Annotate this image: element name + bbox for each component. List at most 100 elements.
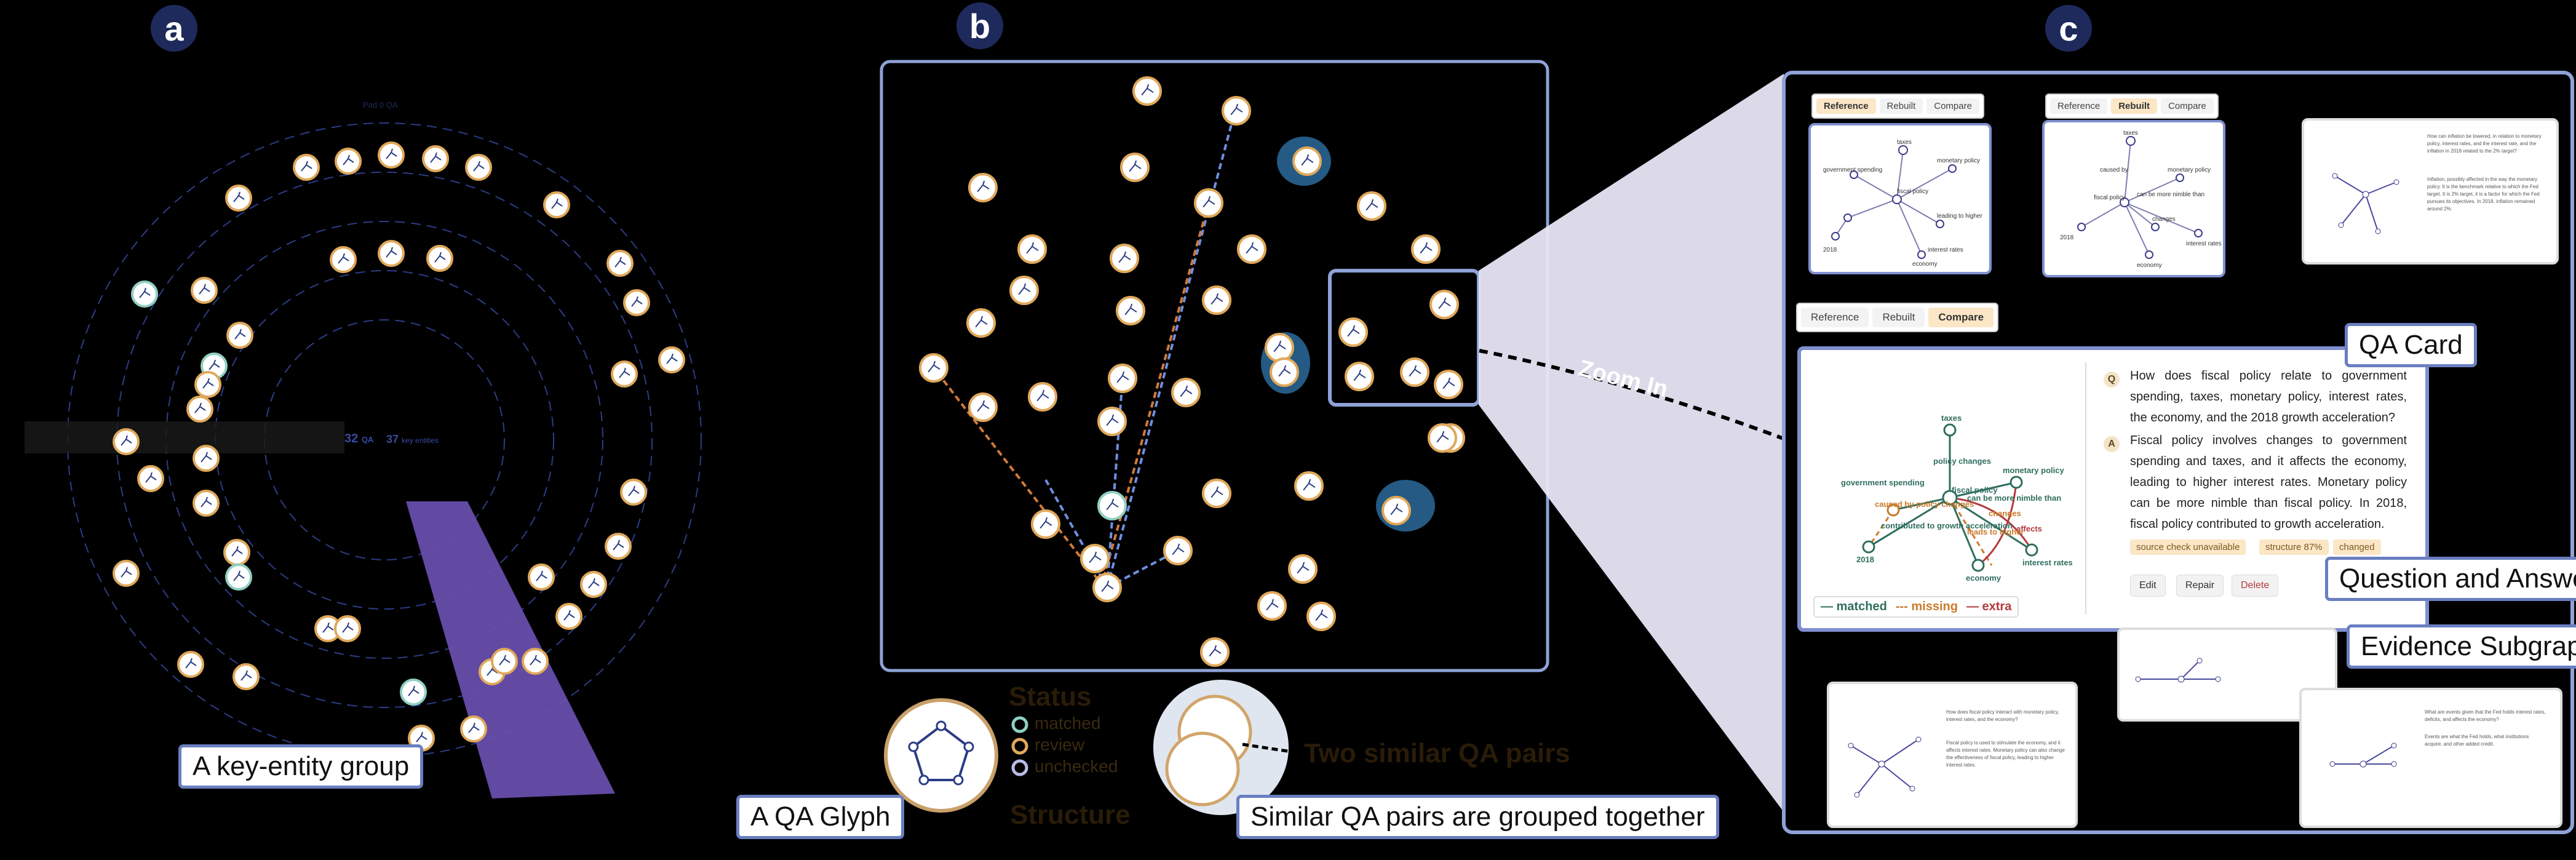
scatter-qa-glyph-18[interactable] [968,392,998,422]
scatter-qa-glyph-25[interactable] [1031,509,1060,539]
scatter-qa-glyph-6[interactable] [1017,234,1047,264]
radial-qa-glyph-5[interactable] [225,185,252,212]
tab-compare-2[interactable]: Compare [2161,98,2214,114]
svg-text:fiscal policy: fiscal policy [1952,485,1998,495]
radial-qa-glyph-19[interactable] [186,396,213,423]
tab-rebuilt[interactable]: Rebuilt [1879,98,1923,114]
radial-qa-glyph-29[interactable] [580,571,607,598]
tab-rebuilt-2[interactable]: Rebuilt [2111,98,2158,114]
radial-qa-glyph-36[interactable] [491,648,518,675]
qa-card-callout: QA Card [2345,323,2477,367]
radial-qa-glyph-18[interactable] [194,371,221,398]
scatter-qa-glyph-10[interactable] [1009,276,1039,305]
radial-qa-glyph-41[interactable] [113,428,140,455]
scatter-qa-glyph-1[interactable] [1222,96,1251,125]
radial-qa-glyph-3[interactable] [422,145,449,172]
scatter-qa-glyph-9[interactable] [1411,234,1441,264]
tag-source-check: source check unavailable [2130,539,2246,555]
radial-qa-glyph-39[interactable] [460,715,487,743]
radial-qa-glyph-12[interactable] [191,277,218,304]
svg-text:2018: 2018 [1823,247,1837,253]
scatter-qa-glyph-24[interactable] [1097,491,1127,520]
scatter-qa-glyph-14[interactable] [1429,290,1459,319]
radial-qa-glyph-1[interactable] [335,148,362,175]
delete-button[interactable]: Delete [2232,575,2279,597]
tab-compare[interactable]: Compare [1926,98,1979,114]
scatter-qa-glyph-28[interactable] [1288,554,1318,584]
main-tab-reference[interactable]: Reference [1801,308,1869,327]
radial-qa-glyph-20[interactable] [137,465,164,492]
legend-missing: --- missing [1895,600,1958,613]
radial-qa-glyph-4[interactable] [465,154,492,181]
edit-button[interactable]: Edit [2130,575,2166,597]
scatter-qa-glyph-23[interactable] [1202,479,1231,508]
radial-qa-glyph-24[interactable] [605,533,632,560]
scatter-qa-glyph-41[interactable] [1428,423,1457,453]
scatter-qa-glyph-3[interactable] [1120,153,1150,182]
scatter-qa-glyph-26[interactable] [1163,536,1193,565]
radial-qa-glyph-8[interactable] [378,240,405,267]
scatter-qa-glyph-17[interactable] [1028,382,1057,412]
radial-qa-glyph-23[interactable] [193,490,220,517]
scatter-qa-glyph-12[interactable] [966,308,996,338]
radial-qa-glyph-21[interactable] [193,445,220,472]
radial-qa-glyph-26[interactable] [528,563,555,591]
svg-text:changes: changes [2152,216,2176,223]
scatter-qa-glyph-0[interactable] [1132,76,1162,106]
radial-qa-glyph-27[interactable] [113,560,140,587]
scatter-qa-glyph-35[interactable] [1345,362,1374,391]
radial-qa-glyph-6[interactable] [543,191,570,218]
radial-qa-glyph-10[interactable] [606,250,634,277]
radial-qa-glyph-11[interactable] [131,281,158,308]
radial-qa-glyph-32[interactable] [334,615,361,642]
scatter-qa-glyph-8[interactable] [1237,234,1266,264]
scatter-qa-glyph-22[interactable] [1294,471,1324,501]
status-legend-title: Status [1009,682,1092,712]
main-tab-rebuilt[interactable]: Rebuilt [1872,308,1925,327]
scatter-qa-glyph-13[interactable] [1116,296,1145,325]
radial-qa-glyph-34[interactable] [233,663,260,690]
scatter-qa-glyph-5[interactable] [1357,191,1386,221]
scatter-qa-glyph-34[interactable] [1400,357,1429,387]
tab-reference-2[interactable]: Reference [2050,98,2108,114]
scatter-qa-glyph-19[interactable] [1171,378,1201,407]
panel-c-label: c [2045,5,2092,52]
scatter-qa-glyph-31[interactable] [1306,602,1336,631]
radial-qa-glyph-2[interactable] [378,141,405,169]
qa-card: taxes government spending policy changes… [1797,346,2429,632]
radial-qa-glyph-38[interactable] [400,679,427,706]
radial-qa-glyph-9[interactable] [426,245,453,272]
scatter-qa-glyph-29[interactable] [1092,573,1122,602]
radial-qa-glyph-16[interactable] [611,360,638,388]
scatter-qa-glyph-32[interactable] [1200,637,1230,667]
radial-qa-glyph-22[interactable] [620,479,647,506]
radial-qa-glyph-14[interactable] [226,322,253,349]
radial-qa-glyph-15[interactable] [658,346,685,373]
main-tab-compare[interactable]: Compare [1928,308,1994,327]
scatter-qa-glyph-40[interactable] [1381,496,1411,525]
scatter-qa-glyph-4[interactable] [1194,188,1223,218]
tab-reference[interactable]: Reference [1816,98,1876,114]
scatter-qa-glyph-39[interactable] [1292,146,1322,176]
scatter-qa-glyph-33[interactable] [1338,317,1368,347]
radial-qa-glyph-30[interactable] [555,603,582,630]
scatter-qa-glyph-20[interactable] [1097,407,1127,436]
repair-button[interactable]: Repair [2176,575,2224,597]
svg-text:leading to higher: leading to higher [1937,213,1983,220]
scatter-qa-glyph-7[interactable] [1110,244,1139,273]
scatter-qa-glyph-36[interactable] [1434,370,1463,399]
radial-qa-glyph-28[interactable] [225,563,252,591]
scatter-qa-glyph-16[interactable] [1108,364,1137,393]
scatter-qa-glyph-11[interactable] [1202,285,1231,315]
radial-qa-glyph-33[interactable] [177,651,204,678]
radial-qa-glyph-13[interactable] [623,289,650,316]
scatter-qa-glyph-38[interactable] [1270,357,1299,387]
scatter-qa-glyph-2[interactable] [968,173,998,202]
radial-qa-glyph-37[interactable] [522,648,549,675]
radial-qa-glyph-0[interactable] [293,154,320,181]
scatter-qa-glyph-30[interactable] [1257,591,1287,621]
radial-qa-glyph-7[interactable] [330,246,357,273]
svg-text:economy: economy [2137,262,2162,269]
scatter-qa-glyph-15[interactable] [919,353,948,383]
scatter-qa-glyph-27[interactable] [1080,544,1110,573]
